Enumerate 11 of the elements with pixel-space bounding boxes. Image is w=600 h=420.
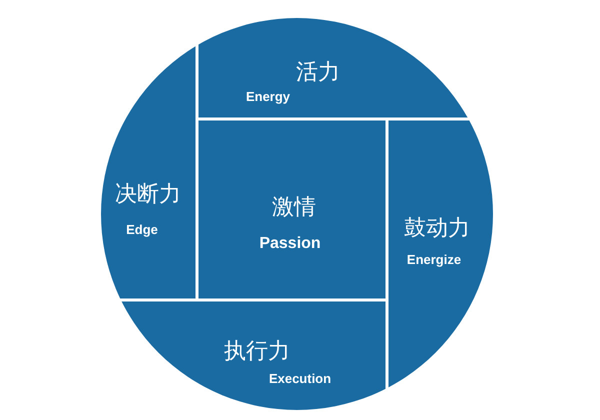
segment-subtitle: Energize xyxy=(406,252,462,268)
segment-title: 活力 xyxy=(296,60,340,86)
segment-title: 执行力 xyxy=(224,340,290,364)
segment-subtitle: Edge xyxy=(126,222,158,238)
segment-subtitle: Execution xyxy=(268,372,332,386)
segment-subtitle: Energy xyxy=(246,90,290,104)
segment-subtitle: Passion xyxy=(259,235,321,253)
segment-title: 决断力 xyxy=(115,182,181,208)
circle-segment xyxy=(198,120,386,299)
segment-title: 鼓动力 xyxy=(404,216,470,242)
segment-title: 激情 xyxy=(272,196,316,220)
